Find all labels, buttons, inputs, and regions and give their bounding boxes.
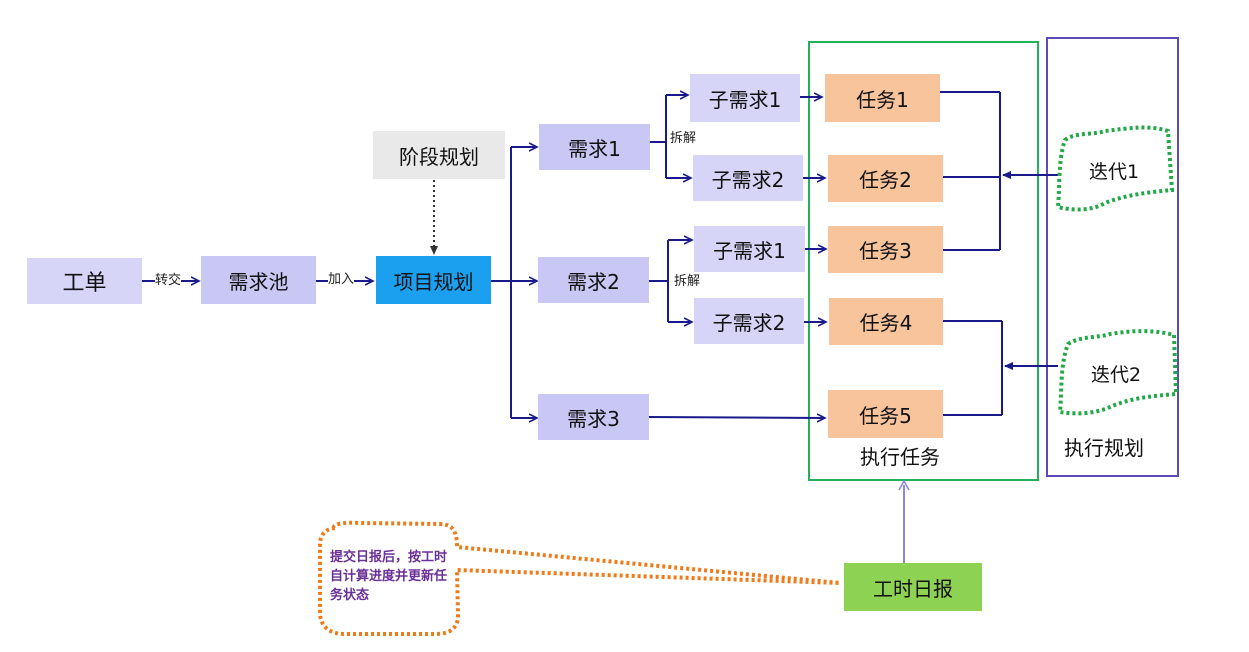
node-project-plan: 项目规划	[376, 256, 491, 304]
exec-tasks-frame	[808, 41, 1039, 481]
node-ticket: 工单	[27, 258, 142, 304]
node-task4: 任务4	[829, 298, 943, 345]
node-task3-label: 任务3	[859, 239, 912, 263]
group-title-exec-plan: 执行规划	[1064, 436, 1144, 460]
node-iteration-2: 迭代2	[1066, 353, 1166, 393]
node-req1: 需求1	[539, 124, 650, 170]
node-sub-req-2-2: 子需求2	[694, 298, 804, 344]
edge-label-transfer: 转交	[155, 273, 182, 288]
node-task5-label: 任务5	[859, 403, 912, 428]
node-task1: 任务1	[825, 74, 940, 122]
group-title-exec-tasks: 执行任务	[860, 445, 940, 469]
node-sub-req-1-2: 子需求2	[693, 155, 803, 201]
iter2-shape	[1057, 329, 1179, 416]
node-req3: 需求3	[538, 394, 649, 440]
edge-label-add: 加入	[328, 272, 355, 287]
note-callout	[318, 520, 842, 636]
node-ticket-label: 工单	[62, 271, 107, 296]
node-req-pool-label: 需求池	[228, 269, 289, 294]
node-iteration-1-label: 迭代1	[1088, 160, 1140, 183]
exec-plan-frame	[1046, 37, 1179, 477]
edge-label-split-1: 拆解	[670, 131, 697, 146]
node-project-plan-label: 项目规划	[393, 269, 474, 294]
edge-req3-task5	[648, 417, 825, 418]
iter1-shape	[1055, 125, 1175, 212]
edge-label-split-2: 拆解	[674, 274, 701, 289]
node-stage-plan-label: 阶段规划	[399, 144, 479, 169]
node-stage-plan: 阶段规划	[373, 131, 505, 179]
node-req3-label: 需求3	[567, 406, 620, 431]
node-task3: 任务3	[828, 226, 943, 273]
node-sub-req-1-1-label: 子需求1	[708, 87, 782, 112]
node-req-pool: 需求池	[201, 256, 316, 304]
node-iteration-1: 迭代1	[1064, 150, 1164, 190]
node-timesheet: 工时日报	[844, 563, 982, 611]
node-sub-req-1-1: 子需求1	[690, 74, 800, 122]
node-req2: 需求2	[538, 257, 649, 303]
node-timesheet-label: 工时日报	[873, 576, 953, 601]
node-req2-label: 需求2	[567, 269, 620, 294]
node-task2: 任务2	[828, 155, 943, 202]
node-task4-label: 任务4	[859, 311, 913, 335]
node-task1-label: 任务1	[856, 87, 909, 112]
node-iteration-2-label: 迭代2	[1090, 363, 1142, 386]
node-task5: 任务5	[828, 390, 943, 438]
node-sub-req-2-2-label: 子需求2	[712, 310, 786, 335]
node-req1-label: 需求1	[568, 136, 621, 161]
node-sub-req-2-1: 子需求1	[694, 226, 805, 272]
note-text: 提交日报后，按工时自计算进度并更新任务状态	[330, 550, 448, 603]
node-sub-req-2-1-label: 子需求1	[713, 238, 786, 263]
node-sub-req-1-2-label: 子需求2	[711, 167, 785, 192]
node-task2-label: 任务2	[859, 168, 912, 192]
